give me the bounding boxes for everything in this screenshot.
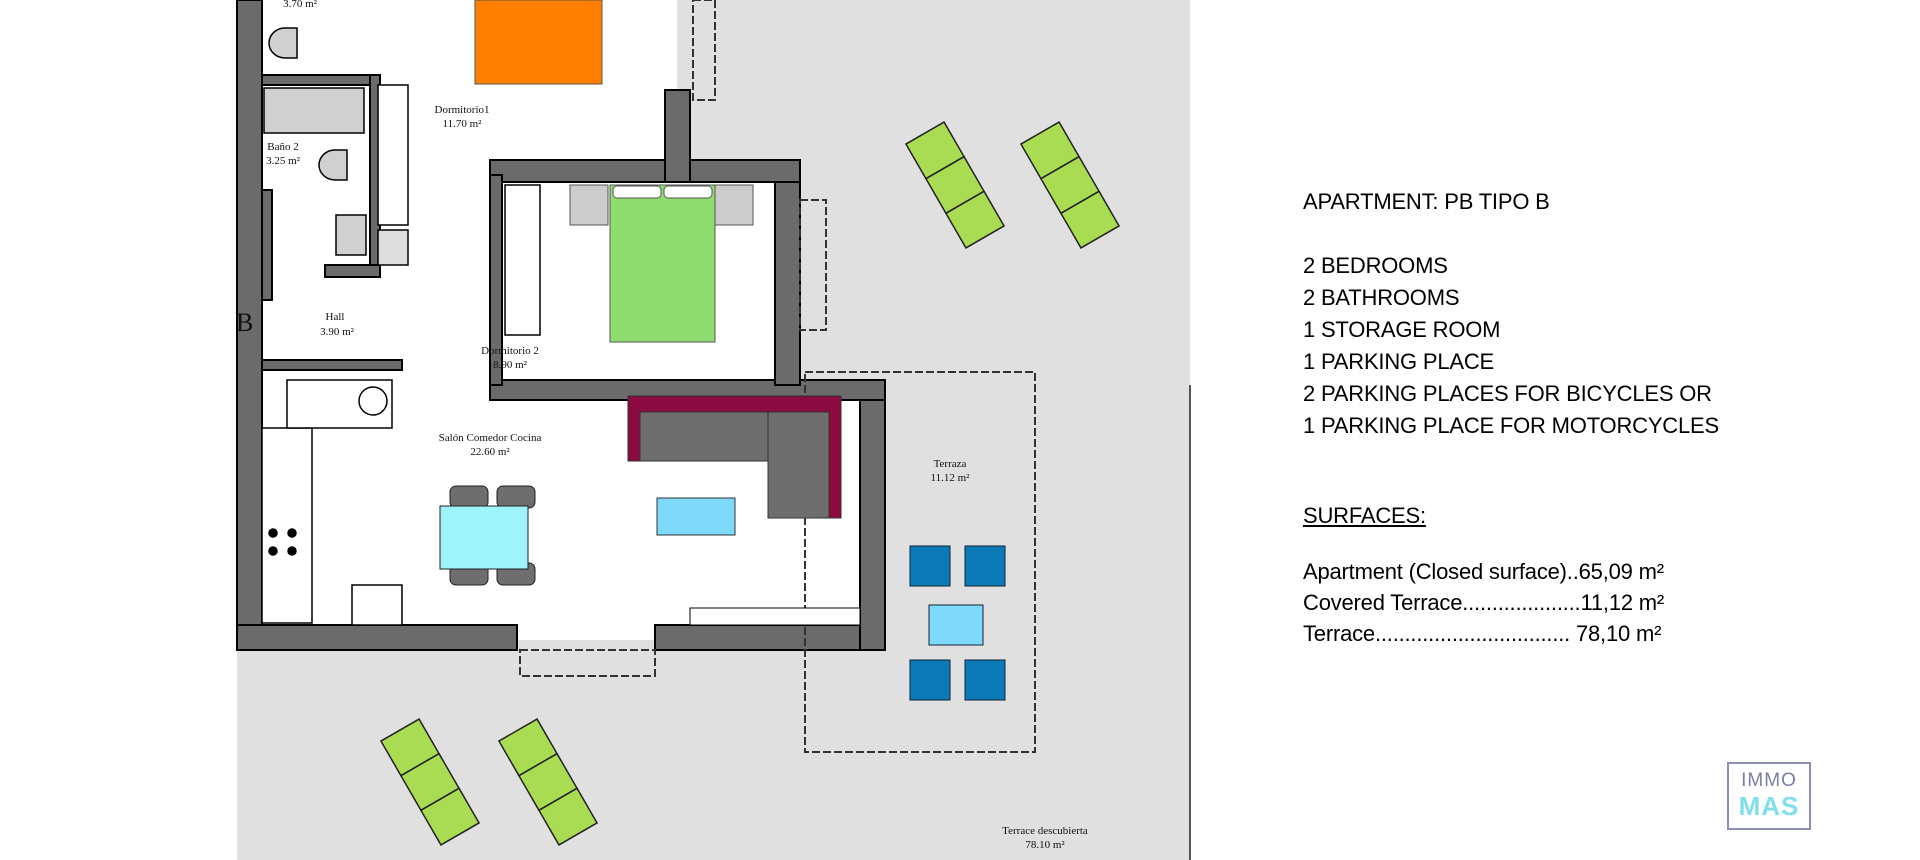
- bath2-area: 3.25 m²: [266, 155, 301, 167]
- terrace-name: Terraza: [934, 458, 967, 470]
- dorm1-name: Dormitorio1: [435, 104, 490, 116]
- stove-burner-icon: [268, 546, 278, 556]
- windows: [519, 0, 1036, 753]
- feature-item: 2 BEDROOMS: [1303, 253, 1448, 278]
- surface-item: Terrace.................................…: [1303, 621, 1662, 646]
- terrace-furniture: [909, 545, 1006, 701]
- sun-lounger: [497, 718, 599, 846]
- walls: [236, 0, 886, 651]
- bath1-area: 3.70 m²: [283, 0, 318, 10]
- dining-set: [439, 485, 536, 586]
- sun-lounger: [379, 718, 481, 846]
- kitchen-counter: [261, 379, 403, 626]
- bed-dormitorio-2: [569, 184, 754, 343]
- bathroom-fixtures: [263, 27, 541, 336]
- bath2-name: Baño 2: [267, 141, 298, 153]
- hall-area: 3.90 m²: [320, 326, 355, 338]
- stove-burner-icon: [268, 528, 278, 538]
- sun-lounger: [904, 121, 1006, 249]
- sun-lounger: [1019, 121, 1121, 249]
- unit-letter: B: [236, 308, 253, 337]
- bed-dormitorio-1: [474, 0, 603, 85]
- surfaces-heading: SURFACES:: [1303, 503, 1426, 528]
- sink-icon: [358, 386, 388, 416]
- apartment-info: APARTMENT: PB TIPO B 2 BEDROOMS 2 BATHRO…: [1303, 186, 1719, 649]
- feature-item: 2 PARKING PLACES FOR BICYCLES OR: [1303, 381, 1712, 406]
- logo-line-2: MAS: [1738, 791, 1800, 821]
- dorm1-area: 11.70 m²: [443, 118, 483, 130]
- toilet-icon: [318, 149, 348, 181]
- stove-burner-icon: [287, 546, 297, 556]
- feature-item: 1 PARKING PLACE: [1303, 349, 1494, 374]
- immomas-logo: IMMO MAS: [1727, 762, 1811, 830]
- stove-burner-icon: [287, 528, 297, 538]
- toilet-icon: [268, 27, 298, 59]
- feature-item: 1 STORAGE ROOM: [1303, 317, 1501, 342]
- dorm2-area: 8.90 m²: [493, 359, 528, 371]
- hall-name: Hall: [326, 311, 345, 323]
- dorm2-name: Dormitorio 2: [481, 345, 539, 357]
- terrace-area: 11.12 m²: [931, 472, 971, 484]
- sun-loungers: [379, 121, 1121, 846]
- tv-unit: [689, 607, 861, 626]
- living-name: Salón Comedor Cocina: [439, 432, 542, 444]
- apartment-title: APARTMENT: PB TIPO B: [1303, 189, 1550, 214]
- open-terrace-area: 78.10 m²: [1025, 839, 1065, 851]
- open-terrace-name: Terrace descubierta: [1002, 825, 1088, 837]
- coffee-table: [656, 497, 736, 536]
- surface-item: Covered Terrace....................11,12…: [1303, 590, 1665, 615]
- feature-item: 2 BATHROOMS: [1303, 285, 1460, 310]
- surface-item: Apartment (Closed surface)..65,09 m²: [1303, 559, 1664, 584]
- logo-line-1: IMMO: [1741, 770, 1797, 791]
- living-area: 22.60 m²: [470, 446, 510, 458]
- sofa: [627, 395, 842, 519]
- feature-item: 1 PARKING PLACE FOR MOTORCYCLES: [1303, 413, 1719, 438]
